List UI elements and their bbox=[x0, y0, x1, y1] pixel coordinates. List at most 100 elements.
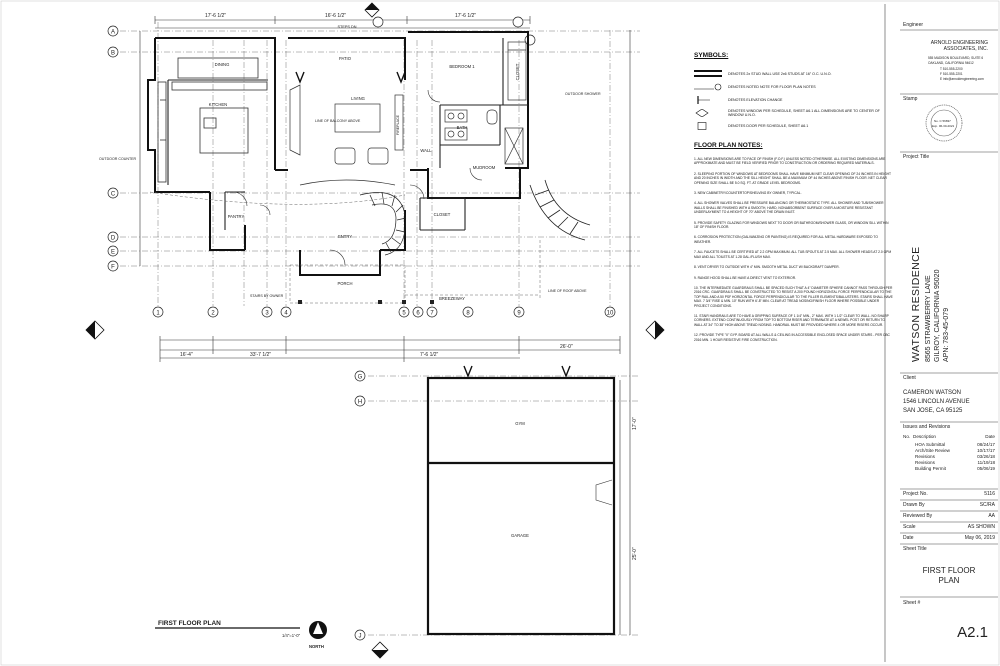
label-stairs-owner: STAIRS BY OWNER bbox=[250, 294, 284, 298]
floor-note: 2. SLEEPING PORTION OF WINDOWS AT BEDROO… bbox=[694, 171, 891, 185]
rev-col-date: Date bbox=[985, 434, 995, 439]
floor-notes-title: FLOOR PLAN NOTES: bbox=[694, 142, 763, 149]
info-label: Date bbox=[903, 535, 914, 541]
info-row: Project No. 5116 bbox=[903, 491, 995, 502]
exterior-stair bbox=[529, 179, 591, 241]
room-kitchen: KITCHEN bbox=[209, 102, 227, 107]
grid-7: 7 bbox=[430, 311, 434, 317]
client-line-2: 1546 LINCOLN AVENUE bbox=[903, 399, 970, 405]
label-outdoor-counter: OUTDOOR COUNTER bbox=[99, 157, 137, 161]
stamp-label: Stamp bbox=[903, 96, 918, 102]
room-pantry: PANTRY bbox=[228, 214, 245, 219]
client-line-3: SAN JOSE, CA 95125 bbox=[903, 408, 963, 414]
symbol-row: DENOTES WINDOW PER SCHEDULE, SHEET A6.1 … bbox=[694, 106, 894, 119]
roof-lines bbox=[149, 191, 541, 304]
grid-bubbles-numbered: 1 2 3 4 5 6 7 8 9 10 bbox=[152, 306, 616, 318]
grid-a: A bbox=[111, 30, 115, 36]
info-value: 5116 bbox=[984, 491, 995, 497]
north-arrow-icon bbox=[309, 621, 327, 639]
room-bedroom: BEDROOM 1 bbox=[449, 64, 475, 69]
room-breezeway: BREEZEWAY bbox=[439, 296, 465, 301]
symbols-title: SYMBOLS: bbox=[694, 52, 729, 59]
client-line-1: CAMERON WATSON bbox=[903, 390, 961, 396]
rev-description: Arch/Site Review bbox=[915, 448, 950, 453]
sheet-title: FIRST FLOOR PLAN bbox=[900, 566, 998, 586]
floor-note: 5. PROVIDE SAFETY GLAZING FOR WINDOWS NE… bbox=[694, 220, 889, 230]
floor-note: 4. ALL SHOWER VALVES SHALL BE PRESSURE B… bbox=[694, 201, 884, 215]
grid-1: 1 bbox=[156, 311, 160, 317]
revisions-label: Issues and Revisions bbox=[903, 424, 951, 430]
engineer-label: Engineer bbox=[903, 22, 924, 28]
project-info-table: Project No. 5116 Drawn By SC/RA Reviewed… bbox=[903, 491, 995, 546]
label-wall: WALL bbox=[420, 148, 432, 153]
grid-10: 10 bbox=[607, 311, 614, 317]
grid-5: 5 bbox=[402, 311, 406, 317]
elevation-change-icon bbox=[694, 95, 722, 104]
room-garage: GARAGE bbox=[511, 533, 529, 538]
grid-c: C bbox=[111, 192, 116, 198]
revisions-table: No. Description Date HOA Submittal 08/24… bbox=[903, 434, 995, 472]
bedroom-closet bbox=[507, 41, 527, 101]
grid-b: B bbox=[111, 51, 115, 57]
info-row: Scale AS SHOWN bbox=[903, 524, 995, 535]
label-steps: STEPS DN bbox=[338, 25, 357, 29]
room-bath: BATH bbox=[457, 125, 468, 130]
grid-3: 3 bbox=[265, 311, 269, 317]
bath-fixtures bbox=[444, 109, 524, 165]
rev-description: Revisions bbox=[915, 454, 935, 459]
title-block-frame bbox=[884, 4, 998, 662]
sheet-number: A2.1 bbox=[957, 624, 988, 641]
rev-description: HOA Submittal bbox=[915, 442, 946, 447]
grid-f: F bbox=[111, 265, 115, 271]
grid-bubbles-lettered: A B C D E F G H J bbox=[107, 25, 366, 641]
floor-note: 9. RANGE HOOD SHALL BE HAVE A DIRECT VEN… bbox=[694, 275, 796, 280]
revisions-header: No. Description Date bbox=[903, 434, 995, 440]
grid-8: 8 bbox=[466, 311, 470, 317]
rev-date: 11/19/18 bbox=[977, 460, 995, 465]
label-fireplace: FIREPLACE bbox=[396, 114, 400, 135]
grid-6: 6 bbox=[416, 311, 420, 317]
note-tag-icon bbox=[694, 83, 722, 91]
rev-no bbox=[903, 466, 915, 472]
grid-9: 9 bbox=[517, 311, 521, 317]
info-row: Date May 06, 2019 bbox=[903, 535, 995, 546]
rev-description: Building Permit bbox=[915, 466, 946, 471]
sliding-doors bbox=[295, 71, 571, 378]
grid-2: 2 bbox=[211, 311, 215, 317]
grid-j: J bbox=[359, 634, 362, 640]
north-label: NORTH bbox=[309, 644, 324, 649]
dim-top-2: 16'-6 1/2" bbox=[325, 13, 346, 19]
info-value: AA bbox=[988, 513, 995, 519]
plan-scale: 1/4"=1'-0" bbox=[282, 633, 301, 638]
spiral-stair bbox=[359, 191, 407, 256]
info-value: AS SHOWN bbox=[967, 524, 995, 530]
room-dining: DINING bbox=[215, 62, 230, 67]
info-label: Scale bbox=[903, 524, 916, 530]
grid-h: H bbox=[358, 400, 362, 406]
info-value: May 06, 2019 bbox=[964, 535, 995, 541]
door-swings bbox=[232, 89, 483, 266]
sheet-number-label: Sheet # bbox=[903, 600, 921, 606]
info-row: Reviewed By AA bbox=[903, 513, 995, 524]
rev-date: 08/24/17 bbox=[977, 442, 995, 447]
top-dimensions bbox=[154, 16, 531, 29]
project-name-block: WATSON RESIDENCE 8565 STRAWBERRY LANE GI… bbox=[910, 162, 980, 363]
engineer-contact-3: E info@arnoldengineering.com bbox=[940, 77, 984, 81]
project-title-label: Project Title bbox=[903, 154, 930, 160]
floor-note: 8. VENT DRYER TO OUTSIDE WITH 4" MIN. SM… bbox=[694, 265, 840, 270]
floor-note: 12. PROVIDE TYPE "X" GYP. BOARD AT ALL W… bbox=[694, 333, 890, 342]
garage-door bbox=[595, 479, 613, 506]
sheet-title-label: Sheet Title bbox=[903, 546, 927, 552]
grid-d: D bbox=[111, 236, 116, 242]
symbol-row: DENOTES 2x STUD WALL USE 2x6 STUDS AT 16… bbox=[694, 67, 894, 80]
info-label: Reviewed By bbox=[903, 513, 933, 519]
symbol-row: DENOTES DOOR PER SCHEDULE, SHEET A6.1 bbox=[694, 119, 894, 132]
engineer-address-1: 555 MADISON BOULEVARD, SUITE 6 bbox=[928, 56, 984, 60]
notes-column: SYMBOLS: DENOTES 2x STUD WALL USE 2x6 ST… bbox=[694, 52, 894, 348]
engineer-stamp-icon bbox=[925, 104, 963, 142]
symbol-text: DENOTES 2x STUD WALL USE 2x6 STUDS AT 16… bbox=[728, 71, 832, 76]
engineer-contact-2: F 510-555-2201 bbox=[940, 72, 963, 76]
room-porch: PORCH bbox=[337, 281, 352, 286]
stamp-line-2: Exp. 06-30-2021 bbox=[932, 124, 955, 128]
